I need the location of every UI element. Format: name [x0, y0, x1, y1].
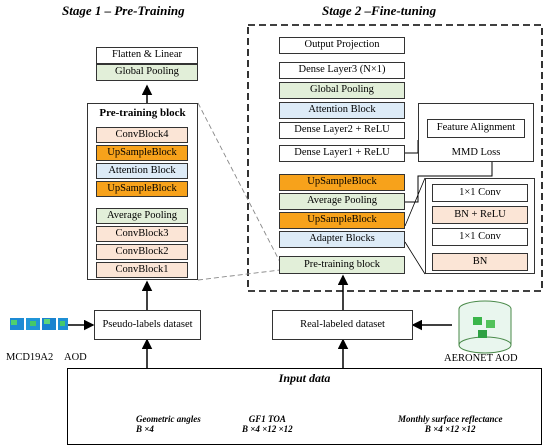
conv1x1-box: 1×1 Conv: [432, 228, 528, 246]
average-pooling-box: Average Pooling: [96, 208, 188, 224]
global-pooling-box: Global Pooling: [96, 64, 198, 81]
pretraining-block-box: Pre-training block: [279, 256, 405, 274]
link-pooling-mmd: [405, 140, 493, 203]
surface-caption: Monthly surface reflectance B ×4 ×12 ×12: [398, 414, 502, 435]
surface-name: Monthly surface reflectance: [398, 414, 503, 424]
adapter-blocks-box: Adapter Blocks: [279, 231, 405, 248]
zoom-line-bottom: [197, 269, 281, 281]
dense-layer2-box: Dense Layer2 + ReLU: [279, 122, 405, 139]
conv1x1-box: 1×1 Conv: [432, 184, 528, 202]
real-labeled-box: Real-labeled dataset: [272, 310, 413, 340]
upsampleblock-box: UpSampleBlock: [96, 145, 188, 161]
dense-layer1-box: Dense Layer1 + ReLU: [279, 145, 405, 162]
bn-box: BN: [432, 253, 528, 271]
convblock3-box: ConvBlock3: [96, 226, 188, 242]
pseudo-labels-box: Pseudo-labels dataset: [94, 310, 201, 340]
geometric-angles-shape: B ×4: [136, 424, 154, 435]
feature-alignment-box: Feature Alignment: [427, 119, 525, 138]
convblock2-box: ConvBlock2: [96, 244, 188, 260]
input-data-panel: Input data: [67, 368, 542, 445]
zoom-line-top: [197, 102, 281, 263]
bn-relu-box: BN + ReLU: [432, 206, 528, 224]
attention-block-box: Attention Block: [279, 102, 405, 119]
mcd19a2-tiles: [10, 318, 68, 330]
geometric-angles-name: Geometric angles: [136, 414, 201, 424]
mcd19a2-label: MCD19A2: [6, 352, 54, 363]
link-dense1-mmd: [405, 140, 419, 154]
output-projection-box: Output Projection: [279, 37, 405, 54]
surface-shape: B ×4 ×12 ×12: [424, 424, 476, 435]
stage2-title: Stage 2 –Fine-tuning: [322, 3, 437, 18]
stage2-frame: [247, 24, 543, 292]
average-pooling-box: Average Pooling: [279, 193, 405, 210]
gf1-name: GF1 TOA: [248, 414, 286, 424]
stage1-title: Stage 1 – Pre-Training: [62, 3, 185, 18]
aod-label: AOD: [64, 352, 87, 363]
mmd-loss-label: MMD Loss: [451, 146, 501, 158]
geometric-angles-caption: Geometric angles B ×4: [136, 414, 201, 435]
aeronet-aod-label: AERONET AOD: [444, 353, 518, 364]
upsampleblock-box: UpSampleBlock: [279, 212, 405, 229]
upsampleblock-box: UpSampleBlock: [279, 174, 405, 191]
input-data-title: Input data: [278, 371, 331, 385]
pretraining-block-title: Pre-training block: [99, 107, 186, 119]
convblock4-box: ConvBlock4: [96, 127, 188, 143]
attention-block-box: Attention Block: [96, 163, 188, 179]
adapter-zoom-bottom: [404, 241, 426, 275]
gf1-shape: B ×4 ×12 ×12: [242, 424, 293, 435]
dense-layer3-box: Dense Layer3 (N×1): [279, 62, 405, 79]
upsampleblock-box: UpSampleBlock: [96, 181, 188, 197]
flatten-linear-box: Flatten & Linear: [96, 47, 198, 64]
aeronet-cylinder: [458, 300, 512, 354]
convblock1-box: ConvBlock1: [96, 262, 188, 278]
gf1-caption: GF1 TOA B ×4 ×12 ×12: [242, 414, 293, 435]
global-pooling-box: Global Pooling: [279, 82, 405, 99]
